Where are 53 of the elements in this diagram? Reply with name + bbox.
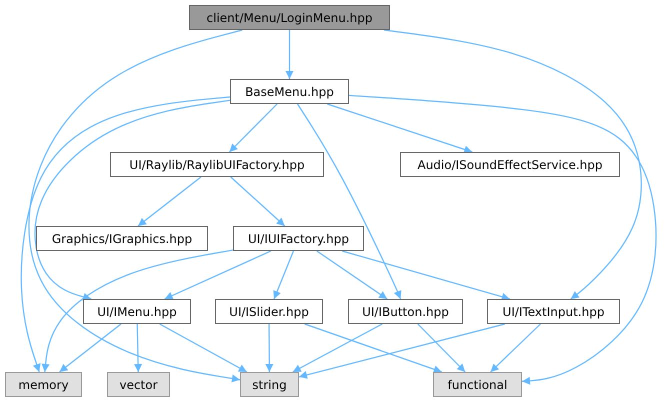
- arrow: [297, 104, 402, 300]
- arrow: [292, 323, 382, 373]
- arrow: [384, 29, 642, 300]
- file-name: UI/IUIFactory.hpp: [248, 232, 349, 246]
- arrow: [134, 324, 142, 372]
- arrow: [304, 323, 442, 374]
- file-name: UI/Raylib/RaylibUIFactory.hpp: [129, 158, 305, 172]
- arrow: [59, 324, 122, 372]
- file-box: [189, 5, 390, 30]
- file-name: string: [252, 378, 287, 392]
- file-box: [230, 79, 349, 104]
- file-name: vector: [119, 378, 158, 392]
- file-box: [233, 226, 364, 251]
- file-box: [240, 372, 299, 397]
- arrow: [265, 324, 274, 372]
- file-box: [107, 372, 170, 397]
- file-box: [348, 299, 463, 324]
- file-box: [487, 299, 620, 324]
- arrow: [298, 323, 506, 379]
- file-name: UI/IMenu.hpp: [97, 304, 177, 318]
- arrow: [20, 96, 230, 372]
- file-name: client/Menu/LoginMenu.hpp: [206, 10, 372, 24]
- arrow: [42, 249, 234, 372]
- arrow: [327, 103, 472, 154]
- arrow: [273, 250, 294, 300]
- file-name: UI/IButton.hpp: [362, 304, 449, 318]
- arrow: [138, 176, 202, 226]
- arrow: [230, 176, 286, 226]
- arrow: [286, 30, 294, 79]
- file-name: Audio/ISoundEffectService.hpp: [417, 158, 602, 172]
- file-box: [215, 299, 323, 324]
- arrow: [228, 104, 278, 152]
- arrow: [34, 100, 230, 301]
- arrow: [348, 94, 657, 385]
- arrow: [417, 324, 466, 372]
- file-name: UI/ITextInput.hpp: [502, 304, 604, 318]
- file-name: Graphics/IGraphics.hpp: [52, 232, 192, 246]
- file-box: [110, 152, 324, 177]
- file-box: [433, 372, 522, 397]
- arrow: [316, 250, 388, 300]
- file-box: [5, 372, 82, 397]
- file-box: [36, 226, 208, 251]
- arrow: [28, 29, 242, 382]
- file-name: functional: [448, 378, 508, 392]
- arrow: [490, 324, 541, 372]
- file-name: BaseMenu.hpp: [245, 84, 334, 98]
- arrow: [159, 323, 248, 373]
- file-box: [400, 152, 620, 177]
- file-box: [83, 299, 191, 324]
- arrow: [164, 250, 272, 300]
- file-name: memory: [18, 378, 69, 392]
- file-name: UI/ISlider.hpp: [229, 304, 309, 318]
- arrow: [342, 250, 510, 301]
